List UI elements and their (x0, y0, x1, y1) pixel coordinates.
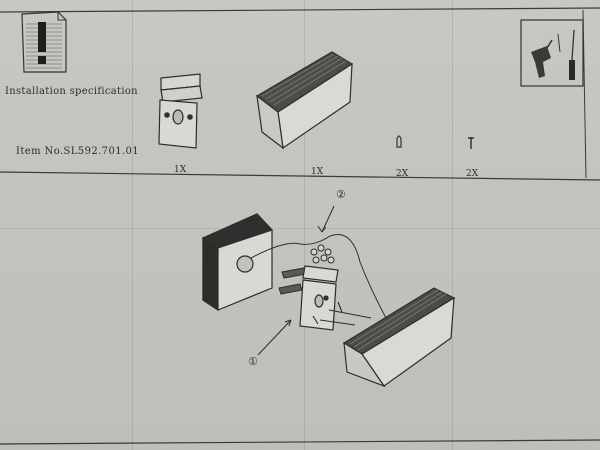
wall-plug-part (396, 135, 402, 148)
installation-spec-title: Installation specification (5, 86, 138, 97)
item-number: Item No.SL592.701.01 (16, 146, 140, 157)
fold-line (304, 0, 305, 450)
fold-line (132, 0, 133, 450)
wall-block (201, 213, 274, 312)
screw-part (468, 137, 474, 149)
screws-assembly (312, 301, 372, 326)
top-border-line (0, 7, 600, 13)
bracket-assembly (299, 265, 339, 331)
callout-arrow-1 (257, 319, 292, 356)
warning-document-icon (21, 11, 67, 73)
callout-step-2: ② (336, 188, 346, 201)
callout-step-1: ① (248, 355, 258, 368)
callout-arrow-2 (321, 205, 335, 233)
quantity-label: 2X (396, 169, 409, 179)
fold-line (452, 0, 453, 450)
terminal-connector (310, 244, 335, 264)
cable-wire (250, 234, 387, 319)
mounting-bracket-part (158, 73, 203, 149)
drill-screwdriver-icon (520, 19, 584, 87)
quantity-label: 2X (466, 169, 479, 179)
section-divider-line (0, 171, 600, 181)
lamp-body-part (255, 51, 354, 150)
quantity-label: 1X (311, 167, 324, 177)
lamp-assembly (342, 287, 456, 388)
quantity-label: 1X (174, 165, 187, 175)
bottom-border-line (0, 439, 600, 445)
fold-line (0, 228, 600, 229)
